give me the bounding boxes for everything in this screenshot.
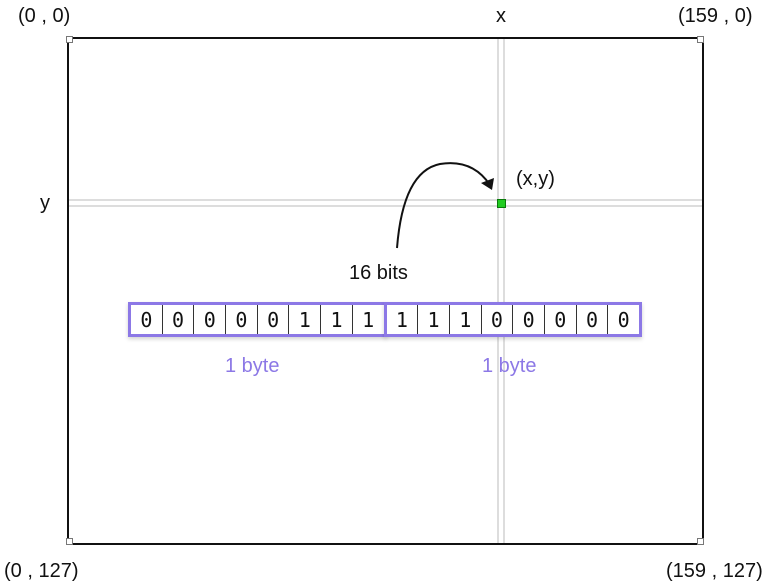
bit-cell: 0 xyxy=(575,305,608,334)
corner-label-top-right: (159 , 0) xyxy=(678,5,753,27)
bit-cell: 0 xyxy=(161,305,194,334)
bit-cell: 1 xyxy=(417,305,449,334)
corner-marker-top-left xyxy=(66,36,73,43)
bit-cell: 1 xyxy=(320,305,352,334)
byte-box-low: 1 1 1 0 0 0 0 0 xyxy=(383,302,642,337)
y-guide-line xyxy=(69,199,702,207)
bit-cell: 0 xyxy=(607,305,639,334)
bit-cell: 0 xyxy=(256,305,289,334)
point-label: (x,y) xyxy=(516,168,555,190)
bit-cell: 0 xyxy=(480,305,513,334)
pixel-marker xyxy=(497,199,506,208)
byte-label-high: 1 byte xyxy=(225,355,280,377)
corner-label-top-left: (0 , 0) xyxy=(18,5,71,27)
bit-cell: 0 xyxy=(140,307,153,332)
bit-cell: 1 xyxy=(351,305,384,334)
bit-cell: 0 xyxy=(543,305,576,334)
corner-label-bottom-left: (0 , 127) xyxy=(4,560,79,582)
corner-marker-bottom-left xyxy=(66,538,73,545)
y-axis-label: y xyxy=(40,192,50,214)
bit-cell: 1 xyxy=(288,305,320,334)
display-screen xyxy=(67,37,704,545)
corner-marker-bottom-right xyxy=(697,538,704,545)
byte-label-low: 1 byte xyxy=(482,355,537,377)
bit-cell: 0 xyxy=(512,305,544,334)
byte-box-high: 0 0 0 0 0 1 1 1 xyxy=(128,302,387,337)
bit-cell: 0 xyxy=(193,305,225,334)
bits-label: 16 bits xyxy=(349,262,408,284)
bit-field: 0 0 0 0 0 1 1 1 1 1 1 0 0 0 0 0 xyxy=(128,302,642,337)
curved-arrow-icon xyxy=(396,162,494,249)
bit-cell: 1 xyxy=(448,305,481,334)
x-axis-label: x xyxy=(496,5,506,27)
x-guide-line xyxy=(497,39,505,543)
bit-cell: 0 xyxy=(225,305,257,334)
bit-cell: 1 xyxy=(395,307,408,332)
corner-label-bottom-right: (159 , 127) xyxy=(666,560,763,582)
corner-marker-top-right xyxy=(697,36,704,43)
